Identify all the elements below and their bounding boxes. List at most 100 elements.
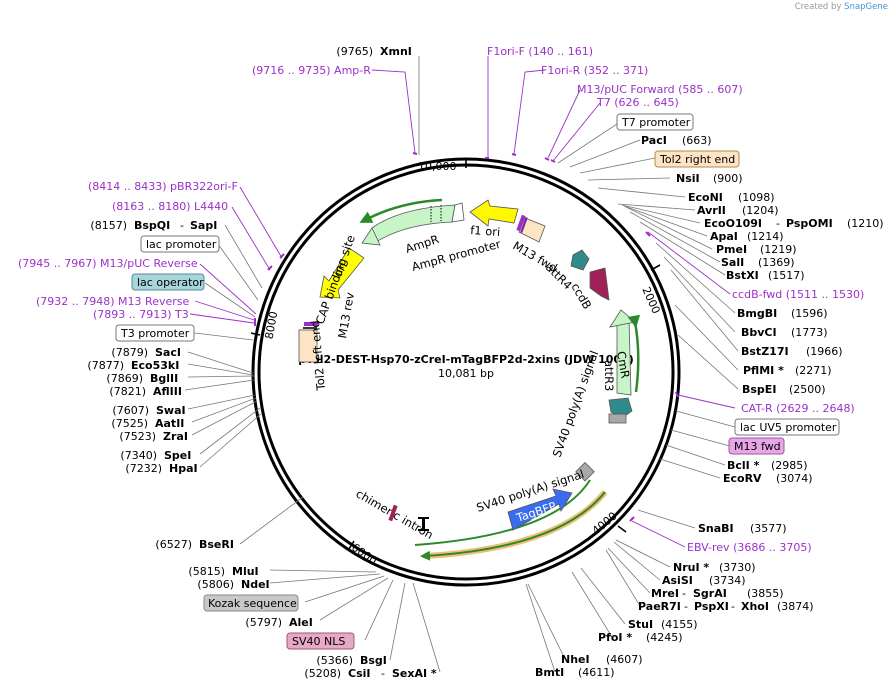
box-t7-promoter[interactable]: T7 promoter [616,113,694,131]
site-sapi[interactable]: SapI [190,219,217,232]
site-pspxi[interactable]: PspXI [694,600,729,613]
site-mlui[interactable]: MluI [232,565,259,578]
primer-ticks [254,152,679,522]
site-xmni[interactable]: XmnI [380,45,412,58]
site-avrii[interactable]: AvrII [697,204,726,217]
site-ecorv[interactable]: EcoRV [723,472,762,485]
site-pmei[interactable]: PmeI [716,243,747,256]
primer-f1ori-r[interactable]: F1ori-R (352 .. 371) [541,64,648,77]
site-zrai[interactable]: ZraI [163,430,188,443]
primer-pbr322ori-f[interactable]: (8414 .. 8433) pBR322ori-F [88,180,238,193]
site-bspqi[interactable]: BspQI [134,219,170,232]
primer-ccdb-fwd[interactable]: ccdB-fwd (1511 .. 1530) [732,288,864,301]
primer-m13-reverse[interactable]: (7932 .. 7948) M13 Reverse [36,295,189,308]
site-xhoi[interactable]: XhoI [741,600,769,613]
site-spei[interactable]: SpeI [164,449,191,462]
box-tol2-right-end[interactable]: Tol2 right end [654,150,740,168]
site-afliii[interactable]: AflIII [153,385,182,398]
site-pos-bseri: (6527) [155,538,192,551]
ori-label: ori [330,260,350,280]
site-pos-ndei: (5806) [197,578,234,591]
site-alei[interactable]: AleI [289,616,313,629]
site-pos-pflmi: (2271) [795,364,832,377]
site-nhei[interactable]: NheI [561,653,590,666]
site-nrui[interactable]: NruI * [673,561,709,574]
ori-feature [319,247,365,299]
site-pos-bsgi: (5366) [316,654,353,667]
box-m13-fwd[interactable]: M13 fwd [728,437,785,455]
site-pos-sali: (1369) [758,256,795,269]
f1-ori-feature [469,199,519,227]
primer-t7[interactable]: T7 (626 .. 645) [596,96,679,109]
site-eco53ki[interactable]: Eco53kI [131,359,179,372]
site-aatii[interactable]: AatII [155,417,184,430]
site-ndei[interactable]: NdeI [241,578,270,591]
site-ecoo109i[interactable]: EcoO109I [704,217,762,230]
gray-marker [575,461,595,482]
tick-label-2000: 2000 [639,285,662,316]
site-sexai[interactable]: SexAI * [392,667,437,680]
primer-cat-r[interactable]: CAT-R (2629 .. 2648) [741,402,855,415]
primer-m13-puc-forward[interactable]: M13/pUC Forward (585 .. 607) [577,83,743,96]
primer-l4440[interactable]: (8163 .. 8180) L4440 [112,200,228,213]
box-lac-operator[interactable]: lac operator [131,273,205,291]
box-t3-promoter-label: T3 promoter [120,327,190,340]
site-pos-afliii: (7821) [109,385,146,398]
box-lac-uv5-promoter[interactable]: lac UV5 promoter [734,418,840,436]
site-sep: - [684,600,688,613]
site-csii[interactable]: CsiI [348,667,370,680]
tick-label-10000: 10,000 [418,160,457,173]
box-lac-operator-label: lac operator [137,276,204,289]
site-swai[interactable]: SwaI [156,404,186,417]
primer-t3[interactable]: (7893 .. 7913) T3 [93,308,189,321]
site-saci[interactable]: SacI [155,346,181,359]
site-paci[interactable]: PacI [641,134,667,147]
site-pflmi[interactable]: PflMI * [743,364,784,377]
site-econi[interactable]: EcoNI [688,191,723,204]
site-pos-nhei: (4607) [606,653,643,666]
attr4-feature [570,249,590,271]
site-pfoi[interactable]: PfoI * [598,631,632,644]
site-stui[interactable]: StuI [628,618,653,631]
site-bseri[interactable]: BseRI [199,538,234,551]
chimeric-intron-marks [388,504,429,531]
site-sgrai[interactable]: SgrAI [693,587,727,600]
primer-amp-r[interactable]: (9716 .. 9735) Amp-R [252,64,371,77]
primer-m13-puc-reverse[interactable]: (7945 .. 7967) M13/pUC Reverse [18,257,198,270]
site-bcli[interactable]: BclI * [727,459,760,472]
box-kozak-sequence[interactable]: Kozak sequence [203,594,299,612]
site-apai[interactable]: ApaI [710,230,738,243]
site-bmgbi[interactable]: BmgBI [737,307,777,320]
box-sv40-nls[interactable]: SV40 NLS [286,632,355,650]
site-bbvci[interactable]: BbvCI [741,326,777,339]
tick-label-8000: 8000 [263,310,281,340]
site-bmti[interactable]: BmtI [535,666,564,679]
site-bstxi[interactable]: BstXI [726,269,759,282]
site-nsii[interactable]: NsiI [676,172,700,185]
site-pos-ecoo109i: (1210) [847,217,884,230]
site-mrei[interactable]: MreI [651,587,679,600]
site-bspei[interactable]: BspEI [742,383,776,396]
site-snabi[interactable]: SnaBI [698,522,734,535]
site-pos-xmni: (9765) [336,45,373,58]
site-bstz17i[interactable]: BstZ17I [741,345,789,358]
box-lac-promoter[interactable]: lac promoter [140,235,220,253]
site-asisi[interactable]: AsiSI [662,574,693,587]
site-pos-spei: (7340) [120,449,157,462]
box-t3-promoter[interactable]: T3 promoter [115,324,195,342]
primer-ebv-rev[interactable]: EBV-rev (3686 .. 3705) [687,541,812,554]
site-hpai[interactable]: HpaI [169,462,198,475]
snapgene-brand: SnapGene [844,2,888,12]
site-pspomi[interactable]: PspOMI [786,217,833,230]
site-bglii[interactable]: BglII [150,372,178,385]
site-bsgi[interactable]: BsgI [360,654,387,667]
plasmid-name: pTol2-DEST-Hsp70-zCreI-mTagBFP2d-2xins (… [298,353,633,366]
site-pos-eco53ki: (7877) [87,359,124,372]
site-pos-saci: (7879) [111,346,148,359]
site-paer7i[interactable]: PaeR7I [638,600,681,613]
site-sep: - [682,587,686,600]
site-pos-mrei: (3855) [747,587,784,600]
site-sali[interactable]: SalI [721,256,744,269]
primer-f1ori-f[interactable]: F1ori-F (140 .. 161) [487,45,593,58]
box-lac-promoter-label: lac promoter [146,238,217,251]
